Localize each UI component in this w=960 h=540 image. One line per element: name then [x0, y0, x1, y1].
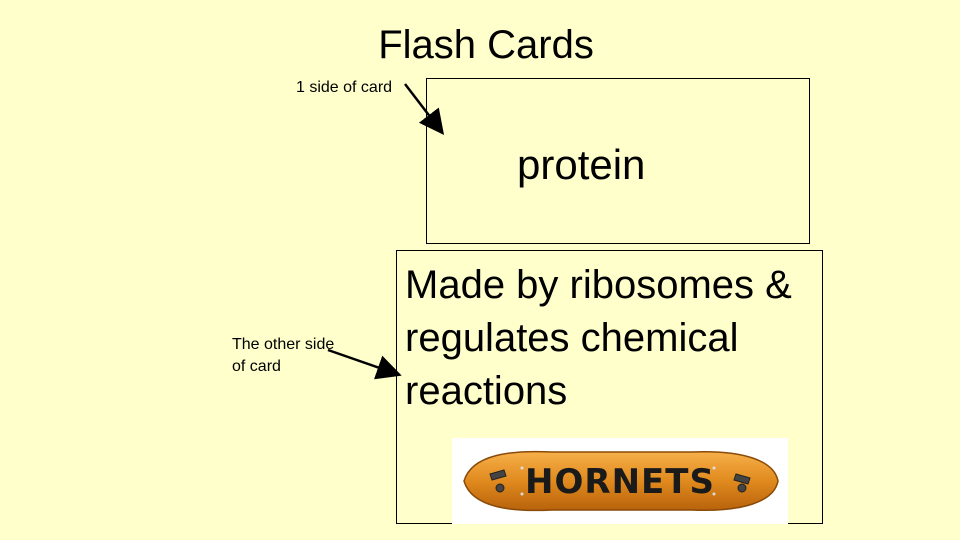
arrow-icon [327, 348, 402, 380]
skateboard-image: HORNETS [452, 438, 788, 524]
flash-card-back: Made by ribosomes & regulates chemical r… [396, 250, 823, 524]
slide-title: Flash Cards [378, 23, 594, 67]
skateboard-graphic: HORNETS [463, 450, 779, 512]
card-definition: Made by ribosomes & regulates chemical r… [405, 263, 792, 413]
front-side-label: 1 side of card [296, 79, 393, 96]
flash-card-front: protein [426, 78, 810, 244]
card-term: protein [517, 141, 646, 188]
skateboard-logo-text: HORNETS [525, 462, 715, 502]
arrow-icon [404, 83, 445, 135]
back-side-label: The other side of card [232, 336, 335, 375]
